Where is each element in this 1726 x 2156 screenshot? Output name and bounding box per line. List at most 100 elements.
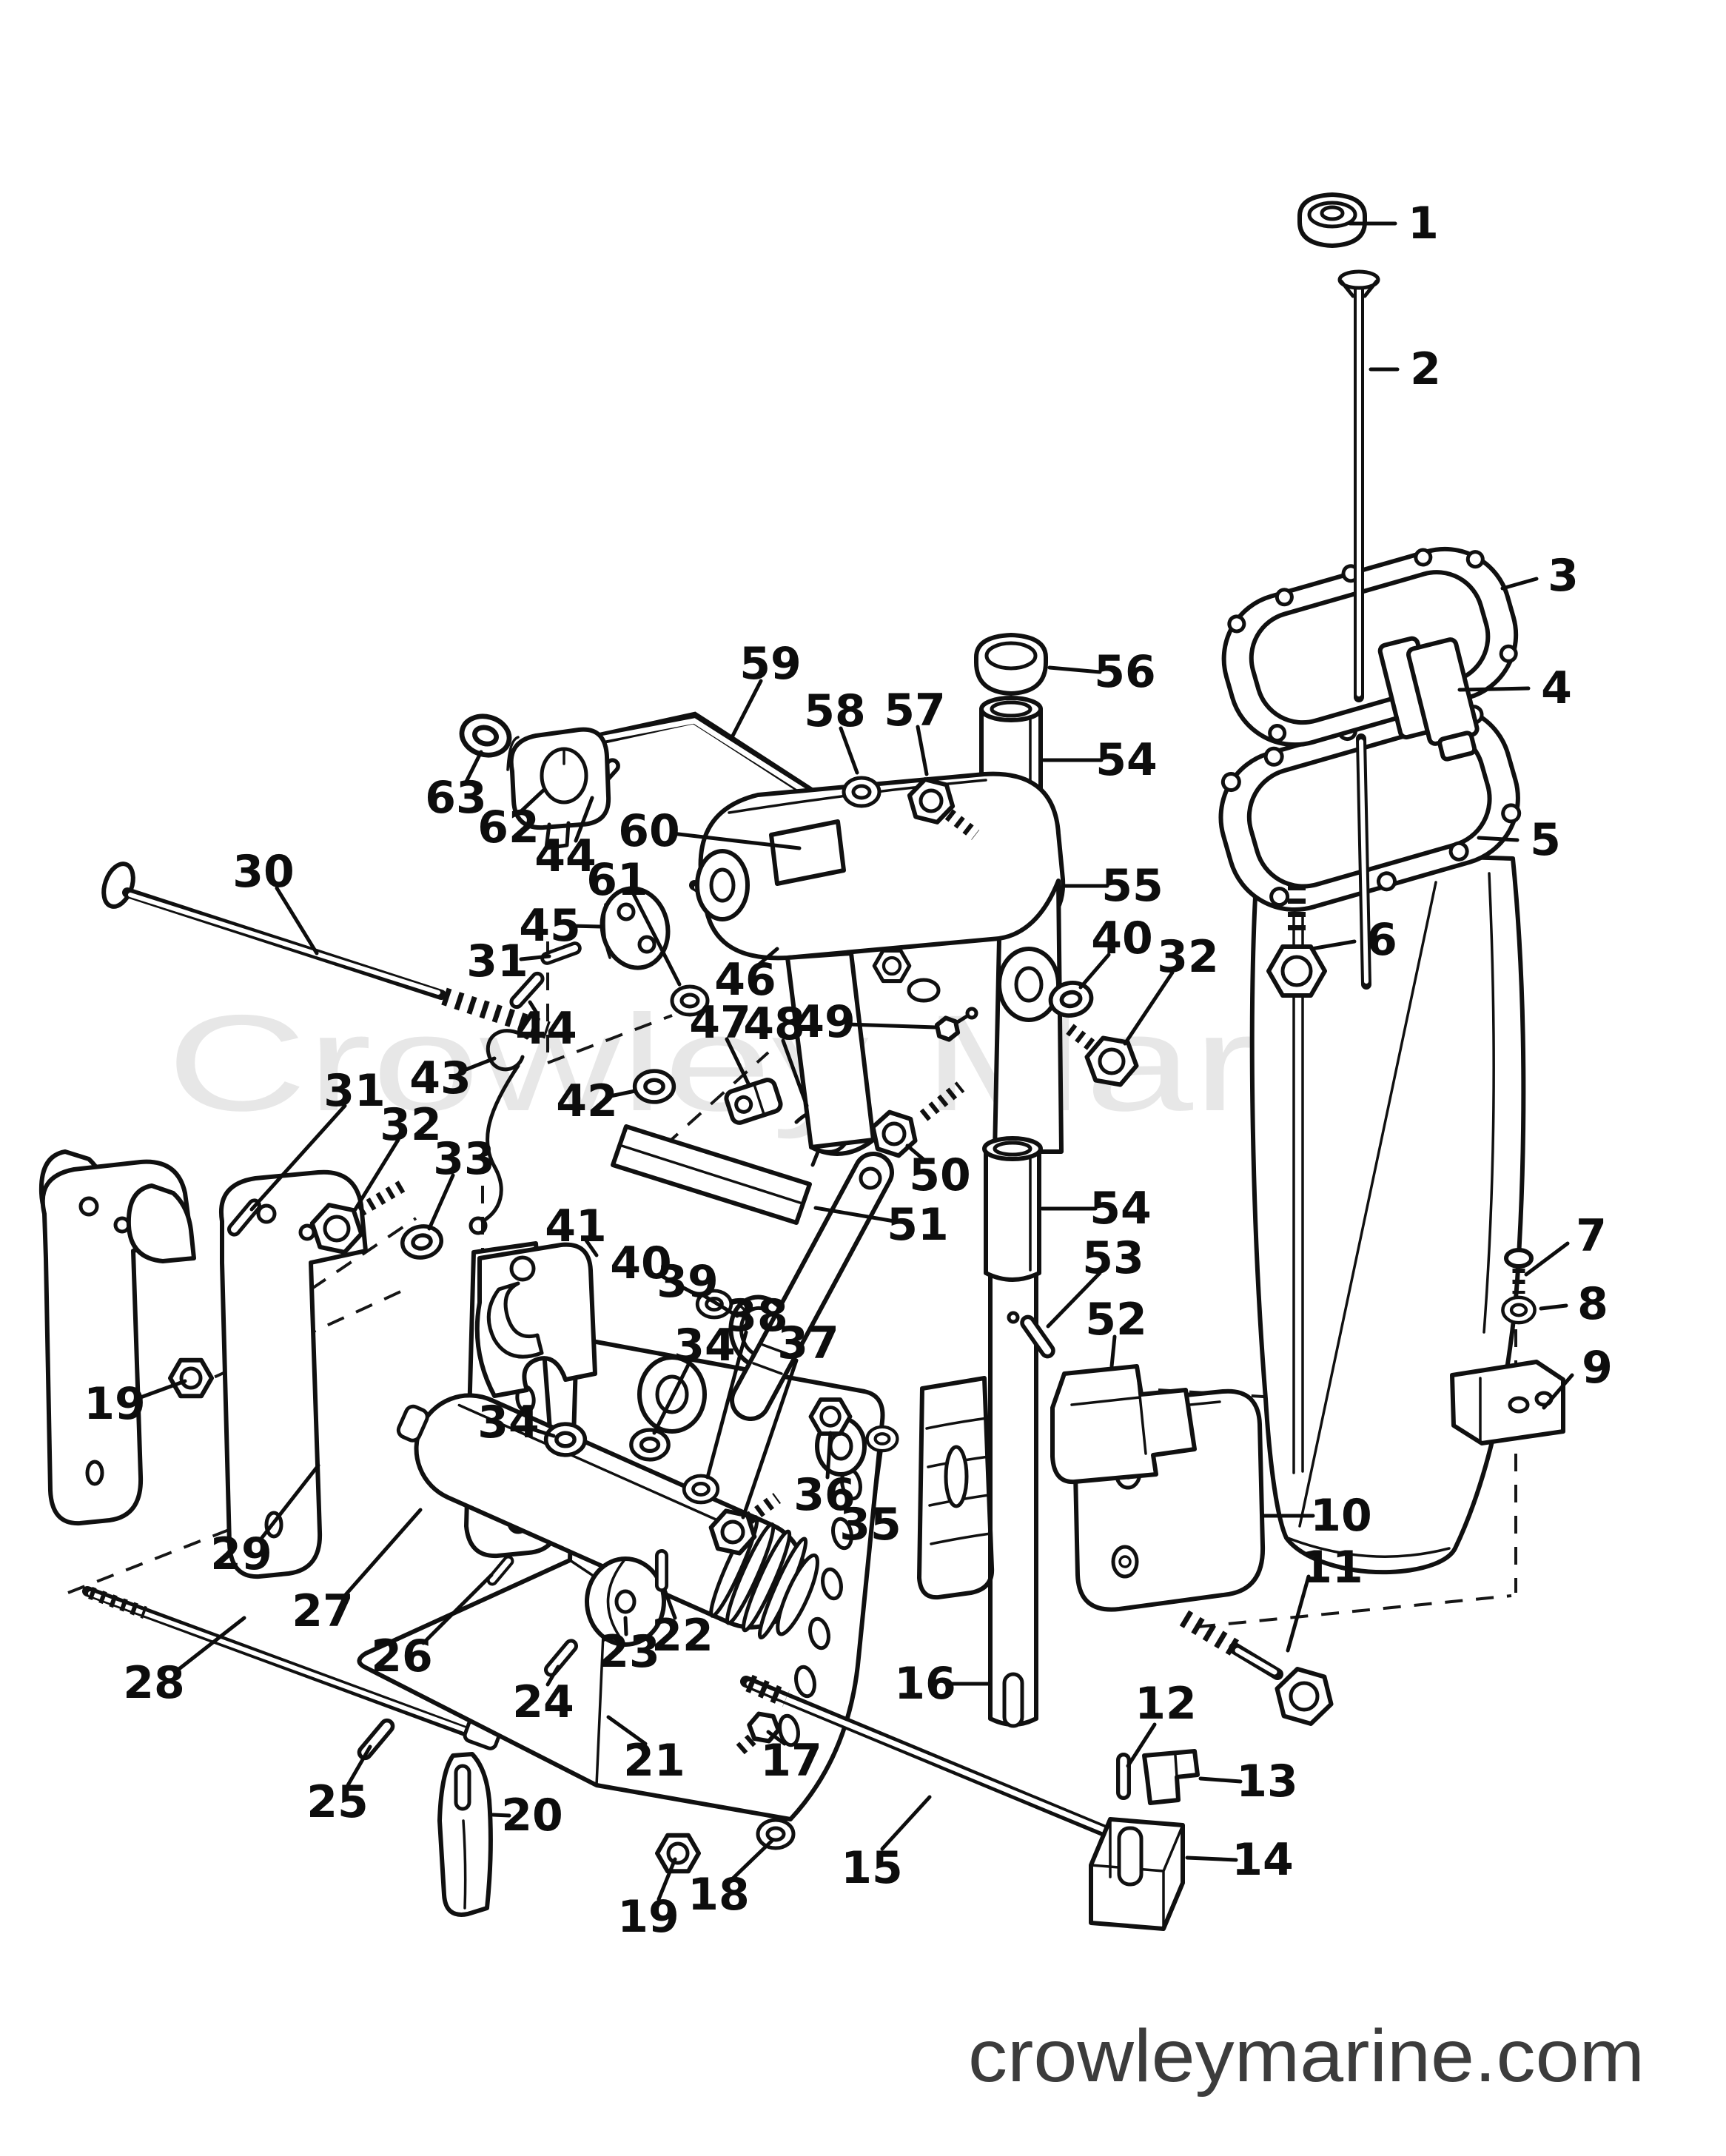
leader-line-58 <box>839 726 859 775</box>
part-33-washer <box>400 1223 443 1260</box>
part-26-pin <box>486 1555 514 1586</box>
leader-line-12 <box>1126 1722 1157 1768</box>
leader-line-32 <box>1123 970 1175 1046</box>
callout-2: 2 <box>1410 343 1441 395</box>
leader-line-31 <box>519 954 551 961</box>
leader-line-39 <box>701 1293 739 1318</box>
callout-6: 6 <box>1366 914 1397 966</box>
part-50-bolt <box>870 1081 965 1158</box>
leader-line-22 <box>662 1588 677 1620</box>
part-27-tilt-cylinder <box>396 1393 819 1640</box>
callout-15: 15 <box>841 1842 903 1894</box>
leader-line-19 <box>657 1857 677 1901</box>
callout-23: 23 <box>598 1626 660 1678</box>
callout-60: 60 <box>618 805 680 857</box>
leader-line-37 <box>741 1358 799 1519</box>
leader-line-61 <box>631 892 682 987</box>
leader-line-40 <box>1078 953 1111 990</box>
leader-line-46 <box>754 947 779 969</box>
leader-line-41 <box>584 1238 599 1257</box>
footer-site-text: crowleymarine.com <box>968 2015 1645 2098</box>
part-2-dipstick <box>1337 269 1380 990</box>
callout-7: 7 <box>1576 1210 1607 1262</box>
leader-line-44 <box>528 1000 540 1016</box>
callout-45: 45 <box>519 900 581 952</box>
part-11-bolt <box>1179 1610 1334 1726</box>
callout-3: 3 <box>1548 550 1579 602</box>
part-56-bushing <box>974 633 1048 696</box>
callout-44: 44 <box>534 830 597 882</box>
callout-40: 40 <box>1091 913 1153 964</box>
callout-21: 21 <box>623 1735 685 1787</box>
callout-56: 56 <box>1094 646 1156 698</box>
part-14-clamp <box>1089 1817 1185 1931</box>
leader-line-20 <box>491 1813 511 1818</box>
leader-line-63 <box>464 750 483 784</box>
part-30-bolt <box>101 862 551 1039</box>
part-18-washer <box>758 1820 793 1848</box>
callout-4: 4 <box>1541 662 1572 714</box>
callout-1: 1 <box>1408 198 1439 249</box>
callout-39: 39 <box>657 1256 719 1308</box>
callout-37: 37 <box>777 1317 839 1369</box>
callout-32: 32 <box>380 1099 442 1151</box>
leader-line-8 <box>1539 1303 1568 1311</box>
callout-46: 46 <box>714 954 776 1006</box>
leader-line-45 <box>569 924 603 929</box>
leader-line-35 <box>871 1450 883 1509</box>
leader-line-31 <box>249 1104 347 1212</box>
callout-54: 54 <box>1095 734 1158 786</box>
callout-22: 22 <box>651 1610 713 1662</box>
leader-line-53 <box>1046 1271 1102 1329</box>
leader-line-28 <box>174 1616 246 1673</box>
part-9-bracket <box>1450 1360 1565 1445</box>
callout-27: 27 <box>292 1585 354 1637</box>
callout-33: 33 <box>433 1133 495 1185</box>
clamp-bracket-outer <box>38 1149 193 1526</box>
part-7-screw <box>1504 1248 1534 1294</box>
leader-line-24 <box>545 1665 560 1687</box>
leader-line-14 <box>1185 1856 1238 1862</box>
callout-26: 26 <box>371 1631 433 1682</box>
leader-line-33 <box>427 1173 455 1231</box>
part-23-washer-disc <box>585 1556 666 1647</box>
part-20-trim-tab <box>437 1752 493 1917</box>
part-22-pin <box>657 1551 666 1590</box>
leader-line-62 <box>517 788 545 815</box>
part-52-mount-housing <box>1050 1364 1197 1485</box>
callout-40: 40 <box>610 1237 672 1289</box>
leader-line-4 <box>1457 686 1531 692</box>
callout-17: 17 <box>760 1735 822 1787</box>
leader-line-52 <box>1109 1334 1117 1369</box>
exploded-view-artwork <box>38 192 1565 1931</box>
leader-line-56 <box>1047 665 1102 674</box>
part-4-anode <box>1377 636 1480 762</box>
callout-32: 32 <box>1157 931 1219 983</box>
leader-line-34 <box>528 1426 556 1438</box>
part-6-bolt <box>1266 885 1327 998</box>
part-13-clip <box>1142 1749 1200 1805</box>
leader-line-43 <box>458 1056 497 1074</box>
leader-line-9 <box>1542 1373 1574 1410</box>
callout-49: 49 <box>793 996 856 1048</box>
callout-58: 58 <box>804 685 866 737</box>
callout-52: 52 <box>1085 1294 1147 1346</box>
steering-arm-nut-stack <box>874 950 941 1003</box>
callout-34: 34 <box>477 1397 540 1448</box>
leader-line-34 <box>652 1360 692 1435</box>
part-42-bushing <box>635 1071 674 1102</box>
part-35-washer <box>867 1427 898 1451</box>
callout-55: 55 <box>1101 860 1163 912</box>
leader-line-26 <box>421 1573 494 1645</box>
part-32-bolt-left <box>309 1180 406 1255</box>
callout-44: 44 <box>515 1003 577 1055</box>
leader-line-15 <box>880 1795 932 1851</box>
callout-61: 61 <box>586 854 648 906</box>
callout-18: 18 <box>688 1869 750 1921</box>
callout-29: 29 <box>210 1528 272 1580</box>
part-8-washer <box>1502 1297 1534 1323</box>
callout-50: 50 <box>909 1149 971 1201</box>
leader-line-11 <box>1286 1574 1311 1653</box>
leader-line-21 <box>606 1715 648 1746</box>
leader-line-51 <box>813 1206 896 1223</box>
